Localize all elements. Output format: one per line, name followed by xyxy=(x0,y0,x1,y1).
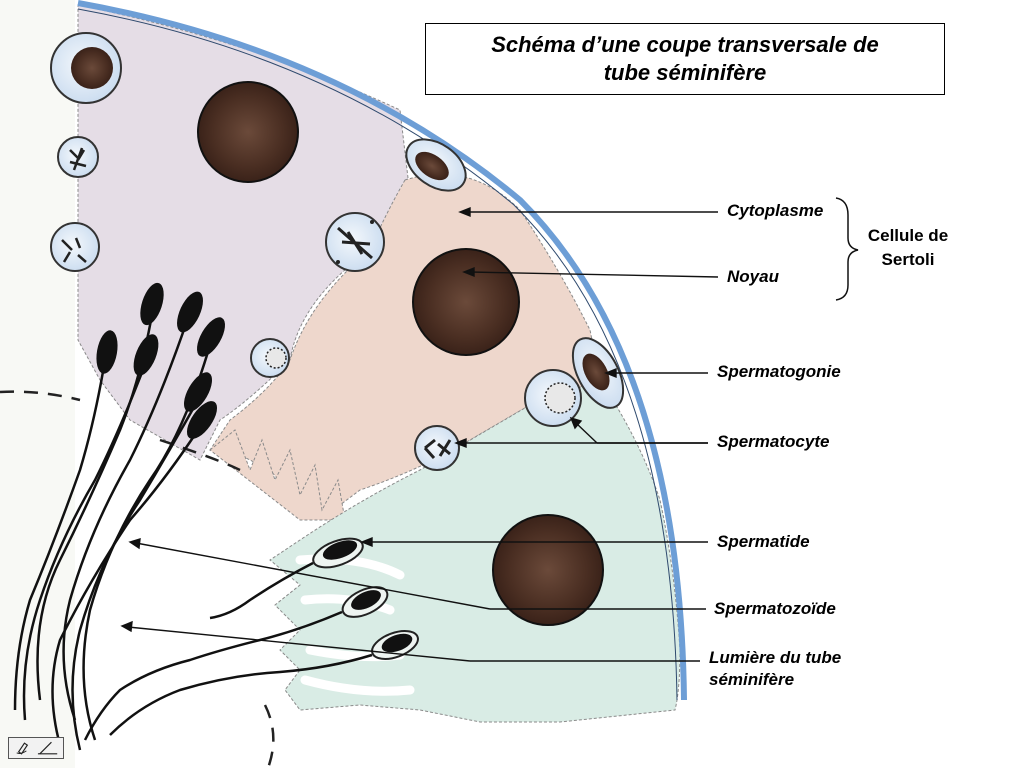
spermatocyte-large-nucleus xyxy=(544,382,576,414)
label-cellule-de-sertoli: Cellule de Sertoli xyxy=(843,224,973,272)
spermatocyte-chromosomes-marks xyxy=(423,438,452,460)
label-spermatozoide: Spermatozoïde xyxy=(714,599,836,618)
germ-cell-top-left-nucleus xyxy=(71,47,113,89)
label-cytoplasme: Cytoplasme xyxy=(727,201,824,220)
label-spermatocyte: Spermatocyte xyxy=(717,432,830,451)
label-sertoli-line2: Sertoli xyxy=(881,250,935,269)
label-spermatogonie: Spermatogonie xyxy=(717,362,841,381)
spermatocyte-dotted-small-nucleus xyxy=(265,347,287,369)
spermatocyte-small-2 xyxy=(50,222,100,272)
spermatocyte-chromosomes xyxy=(414,425,460,471)
leader-lines xyxy=(120,206,719,662)
slide-control-button[interactable] xyxy=(8,737,64,759)
centriole-1 xyxy=(336,260,340,264)
lumen-boundary-lower xyxy=(263,704,275,768)
spermatogonie-right-nucleus xyxy=(582,353,610,391)
label-noyau: Noyau xyxy=(727,267,779,286)
label-lumiere-line2: séminifère xyxy=(709,670,795,689)
spermatozoa-bundle xyxy=(13,314,212,751)
chromosomes-1 xyxy=(69,147,87,171)
basal-membrane xyxy=(77,0,687,701)
label-lumiere-line1: Lumière du tube xyxy=(709,648,842,667)
sertoli-nucleus-middle xyxy=(412,248,520,356)
sertoli-cell-pink xyxy=(209,173,601,521)
sertoli-cell-green xyxy=(269,379,681,723)
centriole-2 xyxy=(370,220,374,224)
spermatogonie-top-nucleus xyxy=(415,151,449,181)
basal-membrane-inner xyxy=(77,8,678,701)
metaphase-plate xyxy=(337,226,373,260)
label-lumiere-du-tube: Lumière du tube séminifère xyxy=(709,647,841,691)
diagram-title-box: Schéma d’une coupe transversale de tube … xyxy=(425,23,945,95)
chromosomes-2 xyxy=(61,237,87,263)
label-sertoli-line1: Cellule de xyxy=(867,226,949,245)
sertoli-bracket xyxy=(835,197,859,301)
diagram-title-line1: Schéma d’une coupe transversale de xyxy=(491,32,879,57)
diagram-title-line2: tube séminifère xyxy=(603,60,767,85)
spermatozoa-heads xyxy=(96,282,225,439)
sertoli-nucleus-top xyxy=(197,81,299,183)
label-spermatide: Spermatide xyxy=(717,532,810,551)
pen-and-slash-icon xyxy=(16,741,58,755)
tubule-wall-region xyxy=(0,0,75,768)
